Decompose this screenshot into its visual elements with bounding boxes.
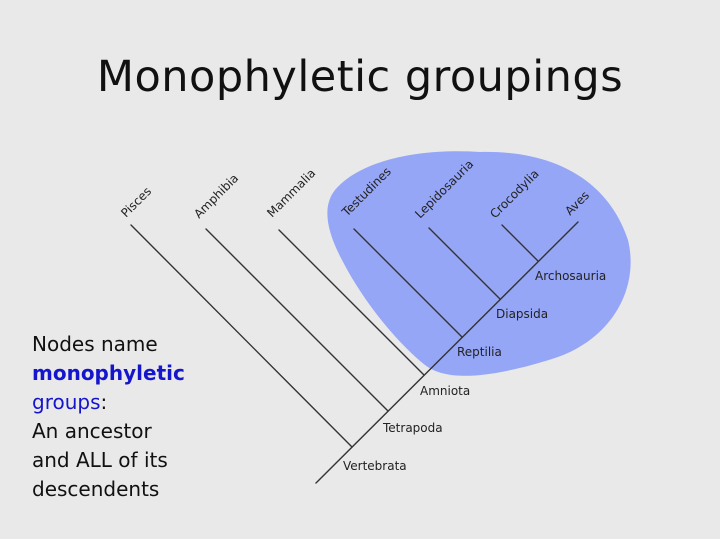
branch-amphibia [205,228,389,412]
explanation-line-3: groups: [32,388,232,417]
explanation-line-6: descendents [32,477,160,501]
leaf-label-pisces: Pisces [118,184,154,220]
node-label-tetrapoda: Tetrapoda [382,421,443,435]
explanation-line-4: An ancestor [32,419,152,443]
node-label-vertebrata: Vertebrata [343,459,407,473]
node-label-archosauria: Archosauria [535,269,606,283]
leaf-label-mammalia: Mammalia [264,166,318,220]
branch-mammalia [278,229,425,376]
leaf-label-amphibia: Amphibia [191,171,241,221]
explanation-line-1: Nodes name [32,332,158,356]
node-label-reptilia: Reptilia [457,345,502,359]
explanation-colon: : [100,390,108,414]
tree-backbone [315,221,579,484]
branch-testudines [353,228,463,338]
explanation-line-5: and ALL of its [32,448,168,472]
explanation-text: Nodes name monophyletic groups: An ances… [32,330,232,504]
node-label-diapsida: Diapsida [496,307,548,321]
branch-crocodylia [501,224,539,262]
slide-title: Monophyletic groupings [96,52,624,102]
reptilia-clade-highlight [327,151,631,376]
explanation-groups-word: groups [32,390,101,414]
branch-lepidosauria [428,227,501,300]
explanation-highlight-term: monophyletic [32,361,185,385]
branch-pisces [130,224,353,448]
node-label-amniota: Amniota [420,384,470,398]
